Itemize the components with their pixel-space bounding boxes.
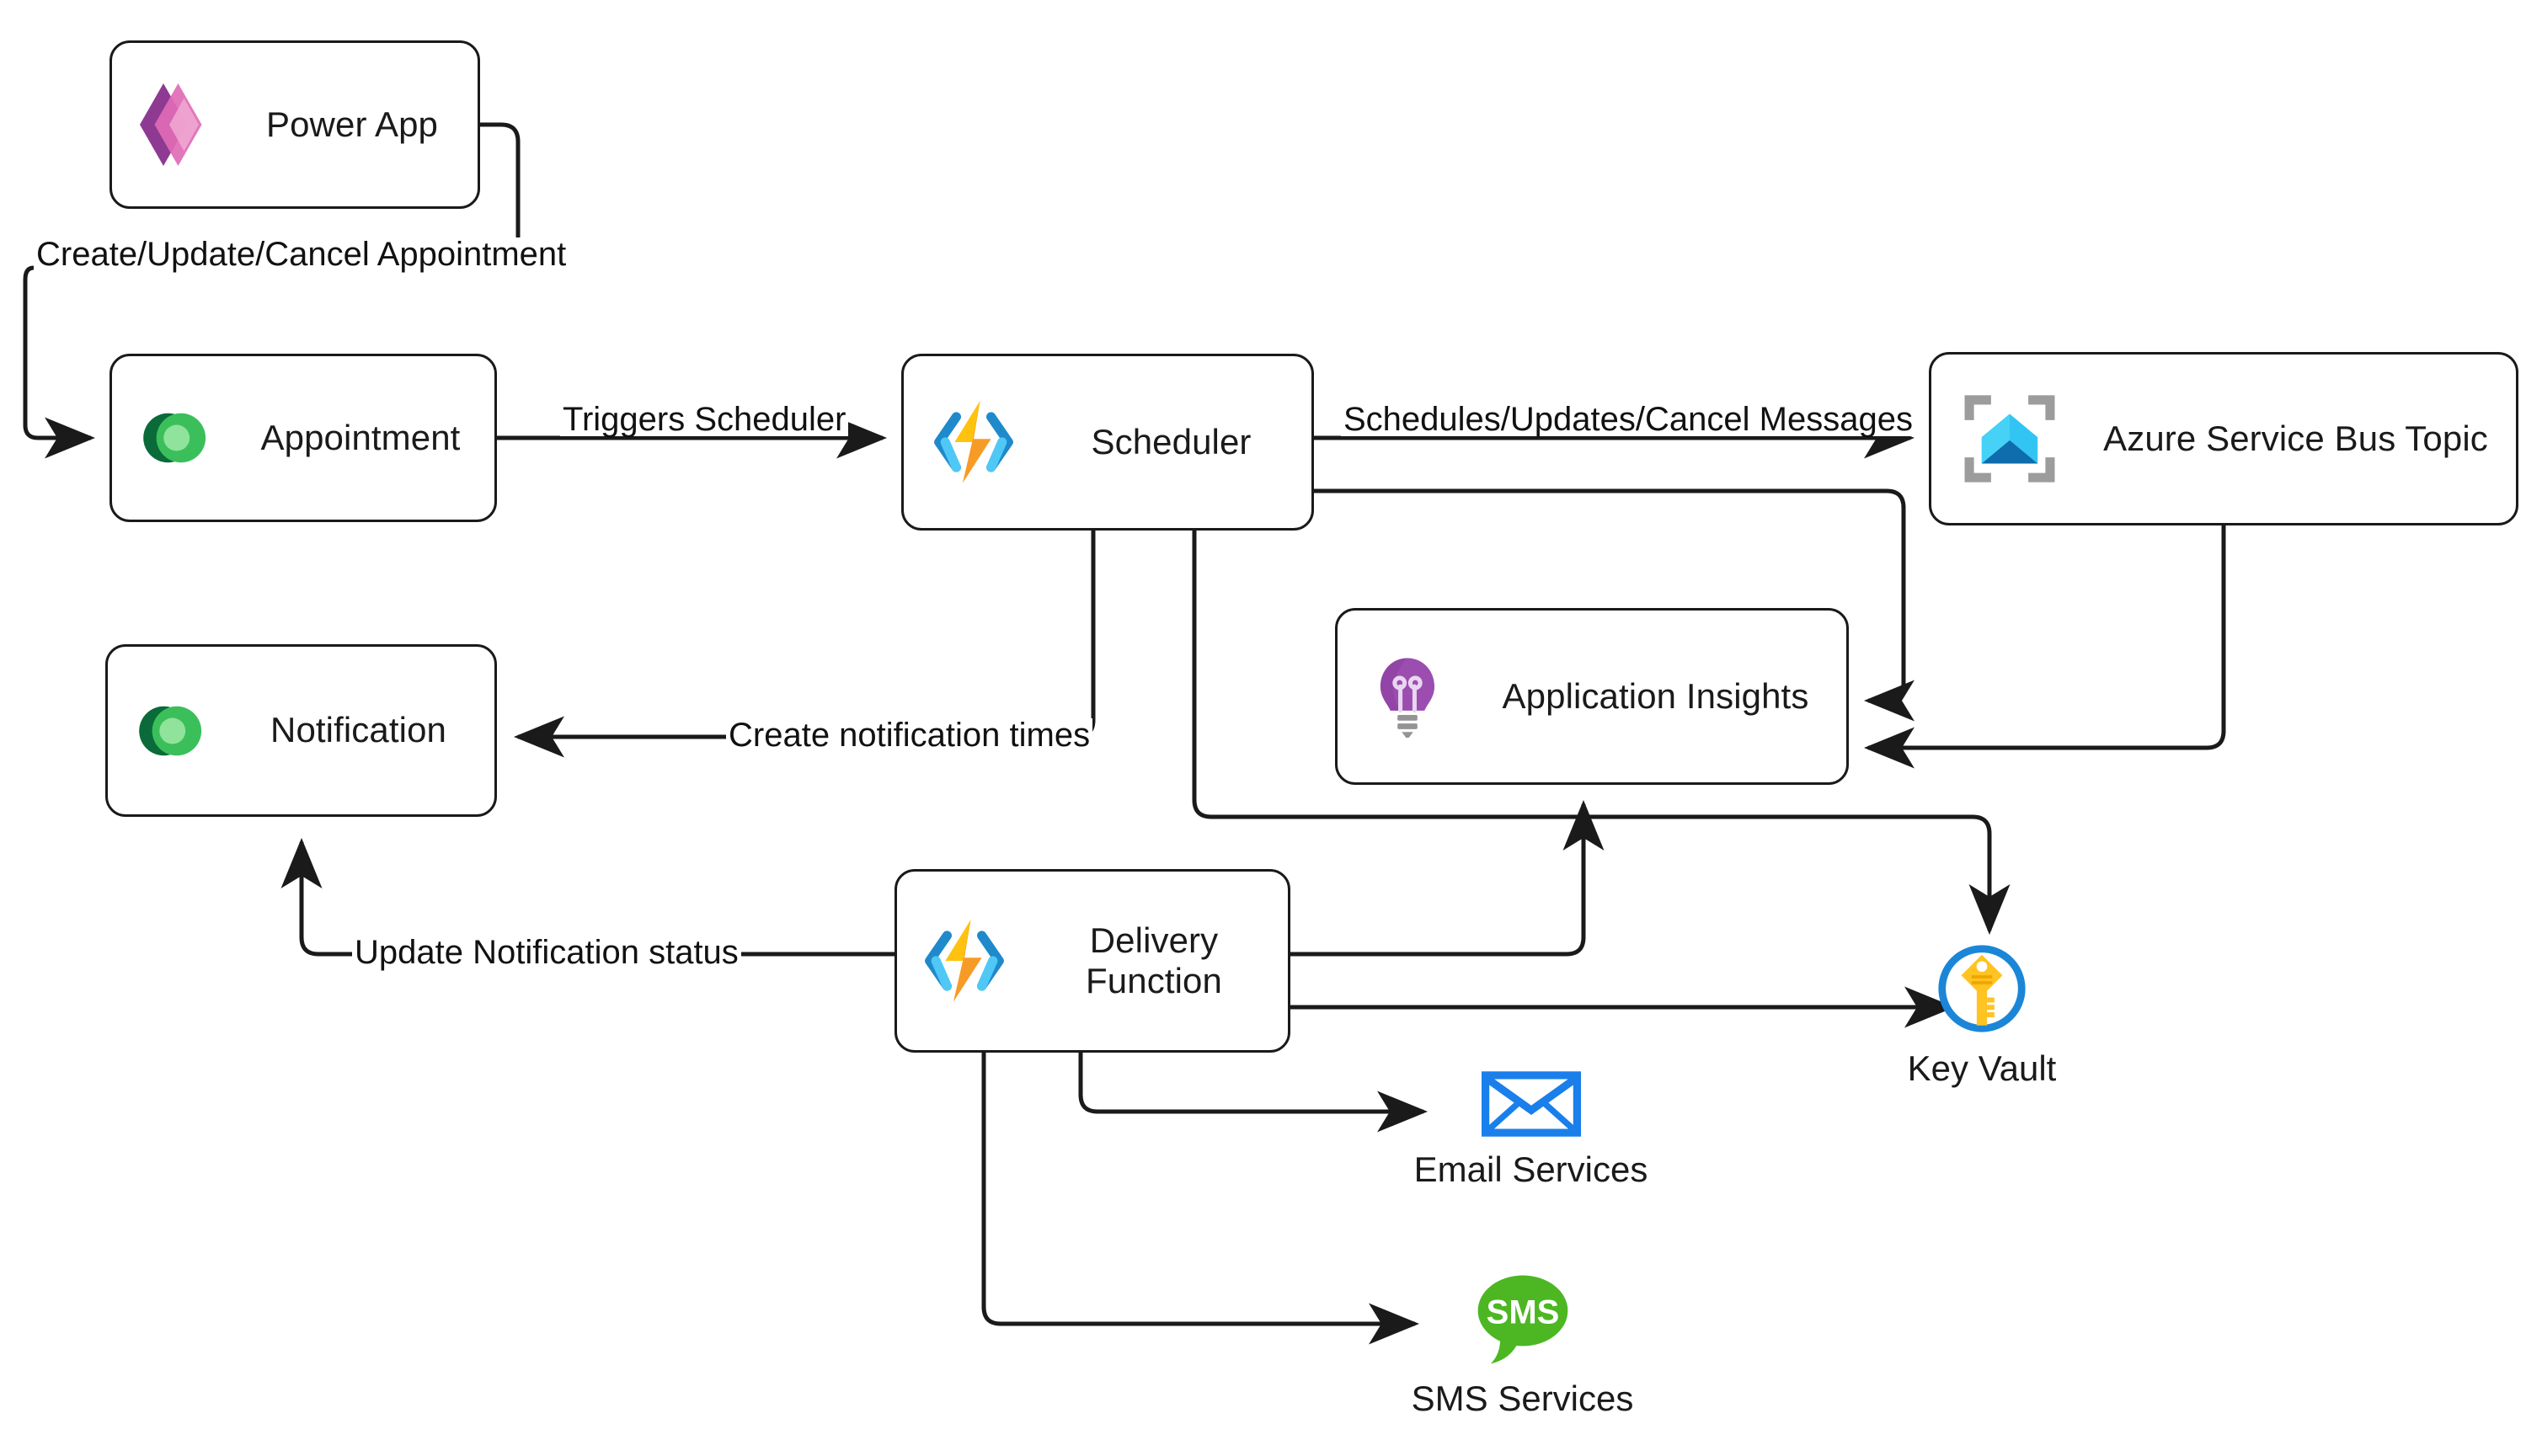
azure-functions-icon: [897, 910, 1032, 1011]
node-label-appointment: Appointment: [260, 417, 461, 457]
edge-label-schedules-updates-cancel-messages: Schedules/Updates/Cancel Messages: [1341, 403, 1915, 436]
node-application-insights[interactable]: Application Insights: [1335, 608, 1849, 785]
node-appointment[interactable]: Appointment: [109, 354, 497, 522]
envelope-icon: [1481, 1071, 1581, 1141]
node-label-sms-services: SMS Services: [1411, 1379, 1634, 1418]
node-power-app[interactable]: Power App: [109, 40, 480, 209]
node-label-power-app: Power App: [265, 104, 439, 144]
node-label-key-vault: Key Vault: [1907, 1048, 2057, 1088]
service-bus-topic-icon: [1931, 389, 2087, 488]
node-label-email-services: Email Services: [1413, 1149, 1648, 1189]
node-scheduler[interactable]: Scheduler: [901, 354, 1314, 531]
dataverse-table-icon: [108, 685, 234, 777]
power-apps-icon: [112, 77, 238, 172]
node-azure-service-bus-topic[interactable]: Azure Service Bus Topic: [1929, 352, 2518, 525]
node-label-notification: Notification: [270, 710, 446, 750]
edge-scheduler-to-notification: [514, 531, 1096, 758]
svg-text:SMS: SMS: [1486, 1294, 1559, 1331]
edge-label-triggers-scheduler: Triggers Scheduler: [560, 403, 849, 436]
node-sms-services[interactable]: SMS SMS Services: [1412, 1272, 1633, 1419]
key-vault-icon: [1935, 941, 2029, 1040]
sms-bubble-icon: SMS: [1471, 1272, 1574, 1370]
edge-delivery-to-appinsights: [1290, 800, 1605, 957]
edge-label-create-update-cancel-appointment: Create/Update/Cancel Appointment: [34, 237, 569, 271]
edge-servicebus-to-appinsights: [1864, 525, 2226, 769]
edge-delivery-to-email: [1078, 1053, 1428, 1133]
node-notification[interactable]: Notification: [105, 644, 497, 817]
node-email-services[interactable]: Email Services: [1414, 1071, 1647, 1190]
node-label-scheduler: Scheduler: [1091, 421, 1252, 461]
node-label-application-insights: Application Insights: [1502, 675, 1809, 716]
edge-delivery-to-sms: [981, 1053, 1419, 1345]
node-label-delivery-function: Delivery Function: [1086, 920, 1222, 1000]
node-label-azure-service-bus-topic: Azure Service Bus Topic: [2103, 418, 2488, 458]
edge-to-key-vault-top: [1968, 814, 2011, 935]
node-key-vault[interactable]: Key Vault: [1898, 941, 2066, 1089]
azure-functions-icon: [904, 392, 1043, 493]
application-insights-icon: [1338, 651, 1477, 742]
edge-label-create-notification-times: Create notification times: [726, 718, 1093, 752]
edge-label-update-notification-status: Update Notification status: [352, 936, 741, 969]
node-delivery-function[interactable]: Delivery Function: [895, 869, 1290, 1053]
dataverse-table-icon: [112, 392, 238, 484]
